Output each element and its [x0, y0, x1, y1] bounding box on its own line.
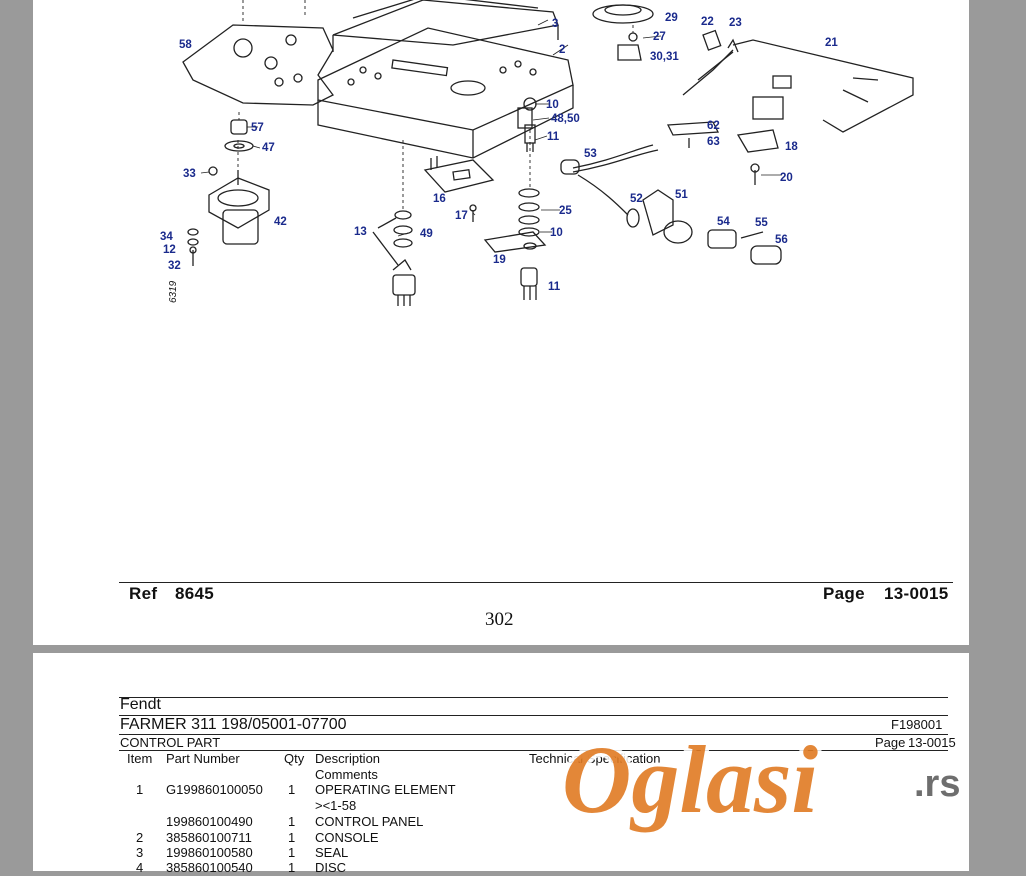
watermark-suffix: .rs [914, 763, 960, 805]
callout: 29 [665, 12, 678, 24]
callout: 25 [559, 205, 572, 217]
callout: 3 [552, 18, 558, 30]
callout: 52 [630, 193, 643, 205]
header-rule [119, 697, 948, 698]
page-label: Page [823, 584, 865, 603]
callout: 21 [825, 37, 838, 49]
callout: 33 [183, 168, 196, 180]
cell-comment: ><1-58 [315, 798, 357, 813]
folio-number: 302 [485, 609, 514, 630]
cell-part-number: 385860100540 [166, 860, 253, 875]
watermark-text: Oglasi [562, 726, 818, 833]
callout: 62 [707, 120, 720, 132]
cell-qty: 1 [288, 860, 296, 875]
section-page-value: 13-0015 [908, 735, 956, 750]
column-header-technical-specification: Technical Specification [529, 751, 661, 766]
cell-qty: 1 [288, 814, 296, 829]
callout: 48,50 [551, 113, 580, 125]
callout: 10 [546, 99, 559, 111]
callout: 34 [160, 231, 173, 243]
table-row: 4 385860100540 1 DISC [33, 860, 969, 876]
callout: 47 [262, 142, 275, 154]
cell-description: CONSOLE [315, 830, 379, 845]
callout: 20 [780, 172, 793, 184]
callout: 10 [550, 227, 563, 239]
page-value: 13-0015 [884, 584, 949, 603]
callout-numbers: 58 3 2 29 27 30,31 22 23 21 10 48,50 11 … [160, 12, 838, 303]
header-rule [119, 734, 948, 735]
model-title: FARMER 311 198/05001-07700 [120, 716, 347, 733]
brand-name: Fendt [120, 696, 161, 713]
callout: 51 [675, 189, 688, 201]
cell-description: OPERATING ELEMENT [315, 782, 456, 797]
model-code: F198001 [891, 717, 943, 732]
callout: 19 [493, 254, 506, 266]
header-rule [119, 715, 948, 716]
table-row: 3 199860100580 1 SEAL [33, 845, 969, 861]
watermark-outline: Oglasi [562, 726, 818, 833]
column-header-item: Item [127, 751, 153, 766]
section-title: CONTROL PART [120, 735, 221, 750]
column-header-comments: Comments [315, 767, 378, 782]
cell-item: 1 [136, 782, 144, 797]
column-header-description: Description [315, 751, 381, 766]
cell-qty: 1 [288, 782, 296, 797]
callout: 12 [163, 244, 176, 256]
ref-label: Ref [129, 584, 158, 603]
cell-qty: 1 [288, 845, 296, 860]
exploded-parts-diagram: 58 3 2 29 27 30,31 22 23 21 10 48,50 11 … [160, 0, 914, 306]
callout: 42 [274, 216, 287, 228]
table-row: 1 G199860100050 1 OPERATING ELEMENT [33, 782, 969, 798]
callout: 23 [729, 17, 742, 29]
cell-item: 3 [136, 845, 144, 860]
callout: 53 [584, 148, 597, 160]
cell-part-number: 199860100580 [166, 845, 253, 860]
callout: 13 [354, 226, 367, 238]
ref-value: 8645 [175, 584, 215, 603]
callout: 32 [168, 260, 181, 272]
callout: 54 [717, 216, 730, 228]
callout: 58 [179, 39, 192, 51]
callout: 17 [455, 210, 468, 222]
callout: 56 [775, 234, 788, 246]
callout: 11 [548, 281, 561, 293]
callout: 2 [559, 44, 565, 56]
callout: 22 [701, 16, 714, 28]
callout-leaders [192, 19, 782, 264]
callout: 63 [707, 136, 720, 148]
table-row: 199860100490 1 CONTROL PANEL [33, 814, 969, 830]
column-header-part-number: Part Number [166, 751, 240, 766]
callout: 49 [420, 228, 433, 240]
diagram-page: 58 3 2 29 27 30,31 22 23 21 10 48,50 11 … [33, 0, 969, 645]
cell-description: DISC [315, 860, 347, 875]
callout: 55 [755, 217, 768, 229]
cell-part-number: 385860100711 [166, 830, 252, 845]
cell-qty: 1 [288, 830, 296, 845]
cell-description: SEAL [315, 845, 349, 860]
cell-description: CONTROL PANEL [315, 814, 424, 829]
table-row: ><1-58 [33, 798, 969, 814]
callout: 18 [785, 141, 798, 153]
oglasi-watermark: Oglasi Oglasi .rs [560, 722, 960, 837]
parts-list-page: Fendt FARMER 311 198/05001-07700 F198001… [33, 653, 969, 875]
header-rule [119, 750, 948, 751]
callout: 30,31 [650, 51, 679, 63]
cell-part-number: G199860100050 [166, 782, 263, 797]
footer-rule [119, 582, 953, 583]
callout: 57 [251, 122, 264, 134]
callout: 16 [433, 193, 446, 205]
column-header-qty: Qty [284, 751, 305, 766]
callout: 11 [547, 131, 560, 143]
cell-item: 4 [136, 860, 144, 875]
cell-item: 2 [136, 830, 144, 845]
cell-part-number: 199860100490 [166, 814, 253, 829]
section-page-label: Page [875, 735, 906, 750]
callout: 27 [653, 31, 666, 43]
drawing-code: 6319 [168, 280, 179, 303]
diagram-linework [182, 0, 914, 306]
table-row: 2 385860100711 1 CONSOLE [33, 830, 969, 846]
